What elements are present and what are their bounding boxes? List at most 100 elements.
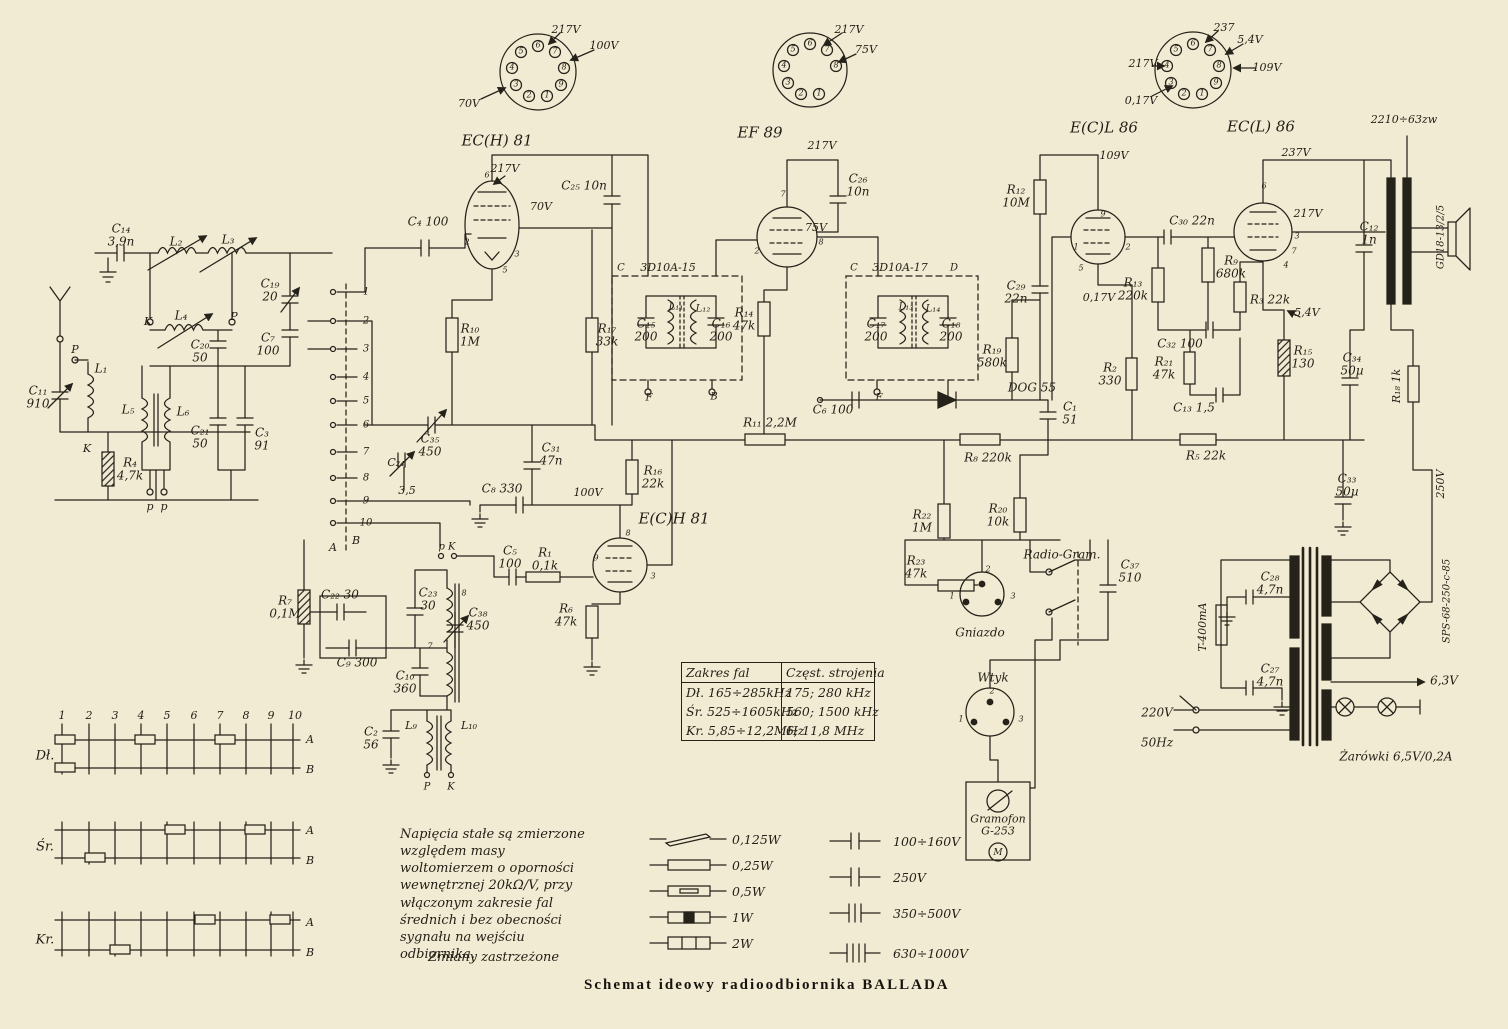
component-label: L₉ xyxy=(405,718,417,732)
component-label: 2 xyxy=(1125,242,1131,252)
component-label: 3 xyxy=(1018,714,1024,724)
component-label: 6 xyxy=(1261,181,1267,191)
component-label: R₃ 22k xyxy=(1249,292,1291,307)
component-label: Gramofon G-253 xyxy=(970,812,1026,838)
component-label: F xyxy=(645,392,653,404)
component-label: C₁₄ 3,9n xyxy=(107,221,135,249)
component-label: 1 xyxy=(1199,88,1205,98)
band-table-cell: 6; 11,8 MHz xyxy=(781,721,874,740)
component-label: 3 xyxy=(1168,77,1174,87)
component-label: 7 xyxy=(427,641,433,651)
component-label: 70V xyxy=(530,199,552,213)
component-label: EC(L) 86 xyxy=(1227,117,1295,136)
component-label: L₅ xyxy=(121,402,135,417)
component-label: 2210÷63zw xyxy=(1370,112,1438,126)
component-label: 109V xyxy=(1099,148,1129,162)
component-label: 5,4V xyxy=(1237,32,1263,46)
component-label: 2 xyxy=(526,90,532,100)
component-label: 8 xyxy=(833,60,839,70)
component-label: L₆ xyxy=(176,404,190,419)
component-label: 4 xyxy=(137,708,145,722)
component-label: A xyxy=(306,732,314,746)
band-table-cell: 560; 1500 kHz xyxy=(781,702,883,721)
component-label: 1 xyxy=(58,708,66,722)
capacitor-legend-item: 100÷160V xyxy=(893,834,961,849)
band-table-row: Kr. 5,85÷12,2MHz 6; 11,8 MHz xyxy=(682,721,874,740)
component-label: F xyxy=(875,392,883,404)
component-label: 6 xyxy=(362,419,370,431)
component-label: 7 xyxy=(552,46,558,56)
component-label: 5 xyxy=(1078,263,1084,273)
component-label: R₁₇ 33k xyxy=(595,321,619,349)
band-table-cell: Dł. 165÷285kHz xyxy=(686,685,792,700)
component-label: C₃ 91 xyxy=(254,425,270,453)
component-label: C₂₀ 50 xyxy=(190,337,210,365)
component-label: L₃ xyxy=(221,232,235,247)
component-label: 237V xyxy=(1281,145,1311,159)
component-label: 10 xyxy=(288,708,302,722)
component-label: C xyxy=(850,262,858,274)
component-label: R₁₉ 580k xyxy=(976,342,1008,370)
component-label: P xyxy=(423,781,431,793)
component-label: 7 xyxy=(824,44,830,54)
component-label: D xyxy=(949,262,959,274)
component-label: 8 xyxy=(625,528,631,538)
component-label: 50Hz xyxy=(1140,735,1174,750)
component-label: 4 xyxy=(362,371,370,383)
component-label: 2 xyxy=(85,708,93,722)
component-label: 9 xyxy=(558,79,564,89)
band-table-row: Dł. 165÷285kHz 175; 280 kHz xyxy=(682,683,874,702)
component-label: L₁₁ xyxy=(668,301,684,313)
component-label: 3 xyxy=(1010,591,1016,601)
component-label: 6,3V xyxy=(1430,673,1458,688)
component-label: R₁₀ 1M xyxy=(460,321,480,349)
component-label: R₄ 4,7k xyxy=(116,455,144,483)
component-label: L₂ xyxy=(169,234,183,249)
component-label: C₈ 330 xyxy=(481,481,523,496)
component-label: 220V xyxy=(1141,705,1173,720)
component-label: B xyxy=(305,762,315,776)
component-label: 75V xyxy=(855,42,877,56)
component-label: T-400mA xyxy=(1195,602,1209,652)
component-label: 2 xyxy=(1181,88,1187,98)
component-label: C₁₂ 1n xyxy=(1359,219,1379,247)
component-label: C₄ 100 xyxy=(407,214,449,229)
component-label: 1 xyxy=(958,714,964,724)
component-label: L₁ xyxy=(94,361,108,376)
component-label: 6 xyxy=(535,40,541,50)
component-label: 7 xyxy=(1207,44,1213,54)
component-label: 8 xyxy=(461,588,467,598)
component-label: R₈ 220k xyxy=(964,450,1012,465)
band-table-header-cell: Zakres fal xyxy=(686,665,750,680)
component-label: EF 89 xyxy=(737,123,783,142)
component-label: DOG 55 xyxy=(1007,380,1057,395)
component-label: Radio-Gram. xyxy=(1023,547,1101,562)
component-label: p K xyxy=(438,541,456,553)
component-label: 3 xyxy=(513,79,519,89)
component-label: R₇ 0,1M xyxy=(269,593,301,621)
component-label: Żarówki 6,5V/0,2A xyxy=(1339,749,1453,764)
capacitor-legend-item: 630÷1000V xyxy=(893,946,969,961)
component-label: P xyxy=(230,309,238,323)
component-label: 8 xyxy=(818,237,824,247)
component-label: 6 xyxy=(1190,38,1196,48)
component-label: P xyxy=(71,342,79,356)
component-label: 8 xyxy=(561,62,567,72)
component-label: C₂₃ 30 xyxy=(418,585,438,613)
component-label: L₁₄ xyxy=(925,303,941,315)
component-label: B xyxy=(305,853,315,867)
band-table-header: Zakres fal Częst. strojenia xyxy=(682,663,885,683)
component-label: C₃₃ 50µ xyxy=(1335,471,1359,499)
component-label: R₅ 22k xyxy=(1185,448,1227,463)
component-label: R₁₆ 22k xyxy=(641,463,665,491)
band-table-cell: Kr. 5,85÷12,2MHz xyxy=(686,723,805,738)
component-label: 5 xyxy=(502,265,508,275)
component-label: A xyxy=(306,915,314,929)
component-label: 5 xyxy=(163,708,171,722)
component-label: R₂₃ 47k xyxy=(904,553,928,581)
component-label: C₂₈ 4,7n xyxy=(1256,569,1284,597)
component-label: 75V xyxy=(805,220,827,234)
component-label: C₂ 56 xyxy=(363,724,379,752)
component-label: C₃₅ 450 xyxy=(418,431,442,459)
component-label: C₃₀ 22n xyxy=(1169,213,1215,228)
